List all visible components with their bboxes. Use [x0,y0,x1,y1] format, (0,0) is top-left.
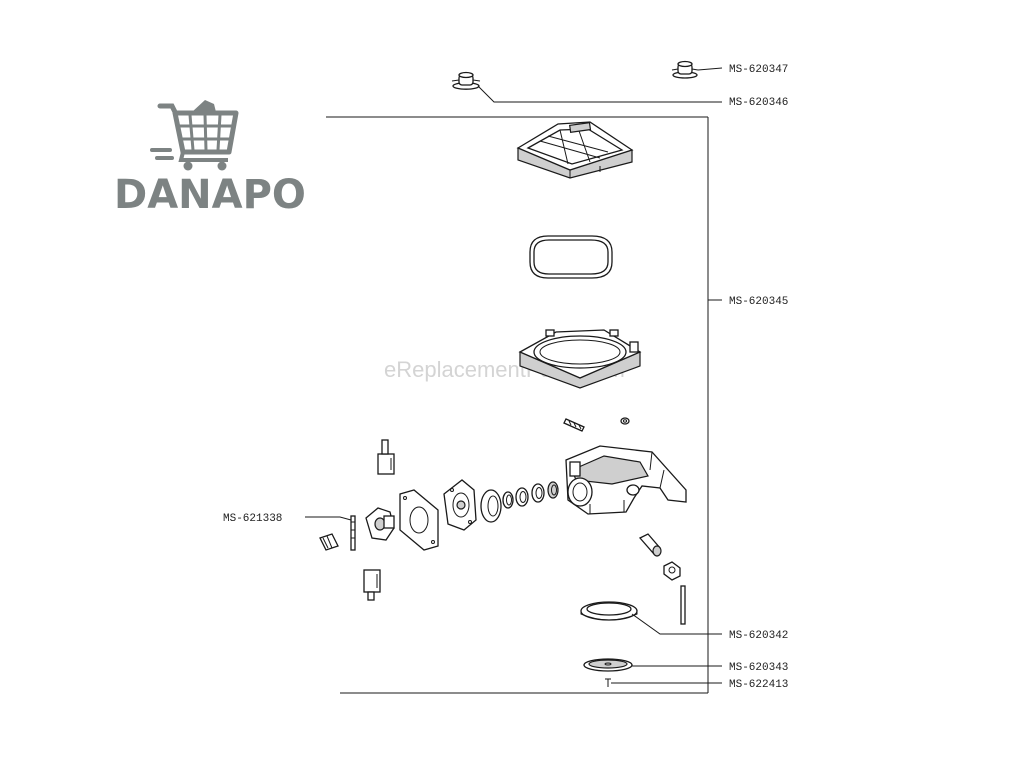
part-pump-cover[interactable] [443,479,477,531]
leader-ms-620346 [477,85,722,103]
part-seal-ring-4[interactable] [547,481,559,499]
label-ms-620345[interactable]: MS-620345 [729,296,788,308]
part-seal-ring-large[interactable] [480,489,502,523]
label-ms-620347[interactable]: MS-620347 [729,64,788,76]
part-small-washer[interactable] [620,417,630,425]
label-ms-620343[interactable]: MS-620343 [729,662,788,674]
part-microswitch-top[interactable] [377,439,395,475]
part-rod[interactable] [680,585,686,625]
part-seal-ring-1[interactable] [502,491,514,509]
part-seal-ms-620342[interactable] [580,601,638,621]
shopping-cart-icon [150,100,239,171]
label-ms-621338[interactable]: MS-621338 [223,513,282,525]
part-nozzle[interactable] [638,533,662,557]
part-microswitch-bottom[interactable] [363,569,381,601]
part-flange-plate[interactable] [399,489,439,551]
part-screw-ms-622413[interactable] [605,678,611,687]
part-valve-ms-620347[interactable] [671,60,699,79]
part-valve-ms-620346[interactable] [451,71,481,90]
part-fitting[interactable] [319,533,339,551]
part-seal-ring-3[interactable] [531,483,545,503]
leader-ms-620342 [631,613,722,635]
part-nut[interactable] [663,561,681,581]
logo-text: DANAPO [114,172,306,218]
part-top-cover[interactable] [516,121,634,179]
assembly-bracket [326,116,722,694]
label-ms-620342[interactable]: MS-620342 [729,630,788,642]
danapo-logo[interactable]: DANAPO [114,100,306,218]
leader-ms-621338 [305,516,352,521]
part-solenoid-core[interactable] [365,507,395,541]
part-middle-housing[interactable] [518,329,642,389]
part-connector-ms-621338[interactable] [350,515,356,551]
part-gasket[interactable] [529,235,613,279]
label-ms-620346[interactable]: MS-620346 [729,97,788,109]
leader-ms-620347 [697,67,723,71]
part-main-body[interactable] [565,445,687,515]
part-pin[interactable] [563,418,585,432]
part-seal-ring-2[interactable] [515,487,529,507]
label-ms-622413[interactable]: MS-622413 [729,679,788,691]
part-disc-ms-620343[interactable] [583,658,633,672]
